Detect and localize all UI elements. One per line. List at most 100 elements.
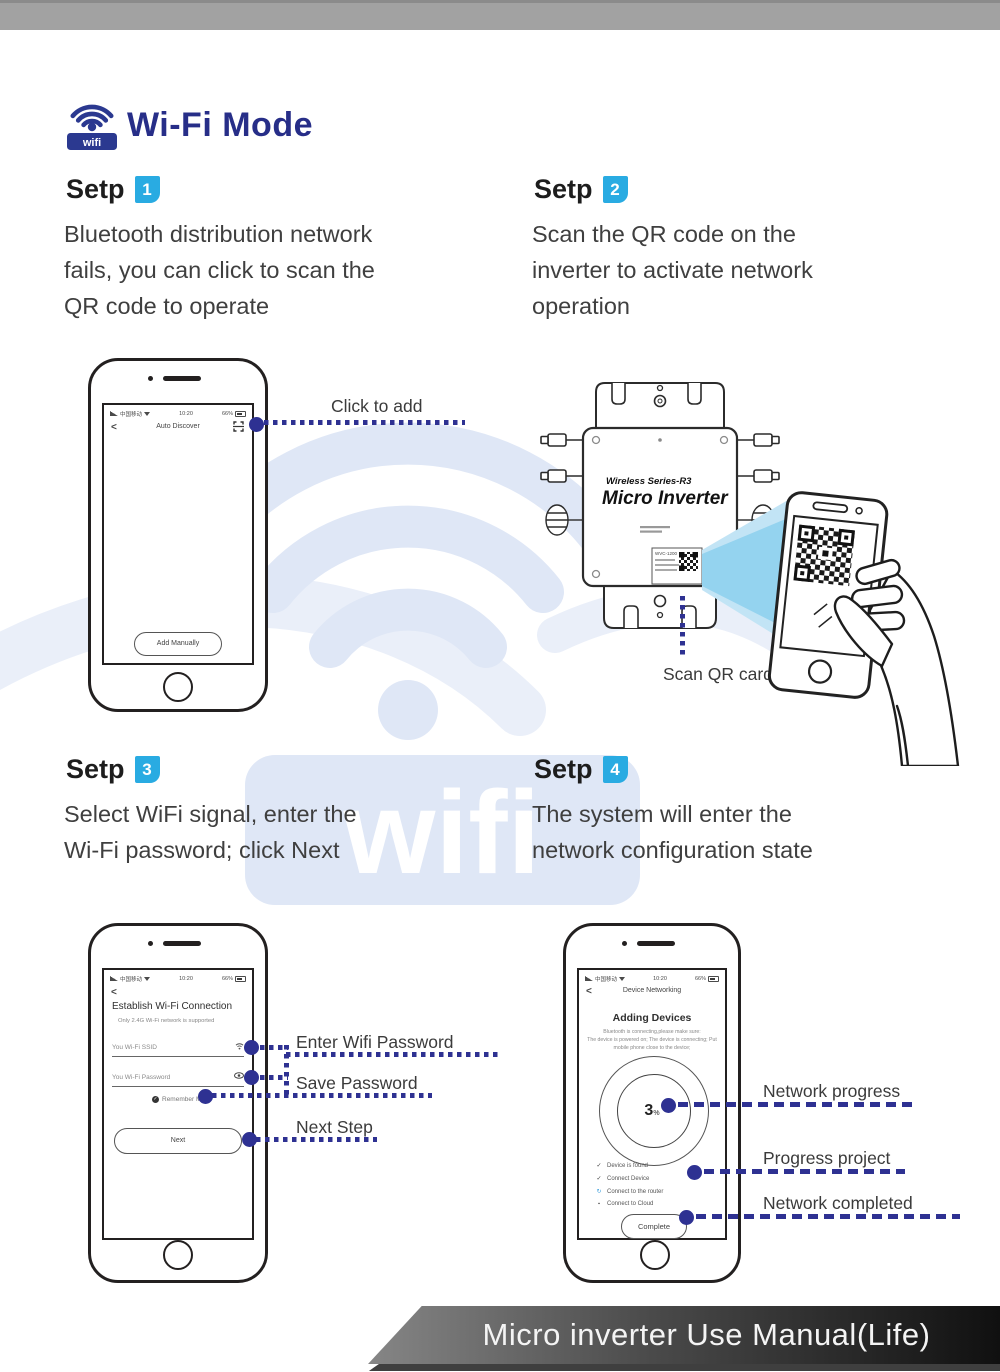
next-step-underline xyxy=(256,1137,377,1142)
progress-project-line xyxy=(704,1169,905,1174)
progress-unit: % xyxy=(653,1110,660,1117)
phone3-screen: 中国移动 10:20 66% < Establish Wi-Fi Connect… xyxy=(102,968,254,1240)
clock-label: 10:20 xyxy=(179,410,193,417)
hand-scanning-phone xyxy=(767,491,960,766)
save-password-label: Save Password xyxy=(296,1073,418,1093)
scan-icon[interactable] xyxy=(233,421,244,432)
wifi-connection-title: Establish Wi-Fi Connection xyxy=(112,1001,233,1012)
wifi-status-icon xyxy=(144,976,151,981)
network-completed-line xyxy=(696,1214,960,1219)
phone-networking: 中国移动 10:20 66% < Device Networking Addin… xyxy=(563,923,741,1283)
progress-annotation-dot xyxy=(661,1098,676,1113)
progress-ring-outer xyxy=(599,1056,709,1166)
fields-vertical-connector xyxy=(284,1045,289,1095)
ssid-wifi-icon xyxy=(235,1043,244,1050)
top-gray-bar xyxy=(0,0,1000,30)
back-arrow[interactable]: < xyxy=(111,422,117,433)
phone4-status-bar: 中国移动 10:20 66% xyxy=(582,973,722,984)
enter-wifi-password-label: Enter Wifi Password xyxy=(296,1032,454,1052)
step2-label: Setp xyxy=(534,174,593,204)
remember-annotation-dot xyxy=(198,1089,213,1104)
wifi-icon-label: wifi xyxy=(82,137,101,149)
back-arrow[interactable]: < xyxy=(111,987,117,998)
phone1-home-button[interactable] xyxy=(163,672,193,702)
wifi-status-icon xyxy=(619,976,626,981)
bullet-icon: ▪ xyxy=(598,1201,600,1207)
step3-heading: Setp 3 xyxy=(66,754,160,785)
phone2-camera-dot xyxy=(855,507,863,515)
scan-beam xyxy=(702,500,796,648)
complete-annotation-dot xyxy=(679,1210,694,1225)
battery-percent: 66% xyxy=(221,975,233,982)
remember-me-check-icon: ✓ xyxy=(152,1096,159,1103)
password-field[interactable] xyxy=(112,1086,244,1087)
footer-title: Micro inverter Use Manual(Life) xyxy=(482,1317,931,1352)
complete-button[interactable]: Complete xyxy=(621,1214,687,1239)
step2-line2: inverter to activate network xyxy=(532,257,813,283)
wifi-24g-note: Only 2.4G Wi-Fi network is supported xyxy=(118,1018,215,1024)
adding-devices-heading: Adding Devices xyxy=(612,1012,692,1024)
battery-percent: 66% xyxy=(694,975,706,982)
save-password-underline xyxy=(212,1093,432,1098)
step3-line1: Select WiFi signal, enter the xyxy=(64,801,357,827)
ssid-connector-line xyxy=(260,1045,288,1050)
network-progress-line xyxy=(678,1102,918,1107)
step4-number-badge: 4 xyxy=(602,756,628,783)
step1-label: Setp xyxy=(66,174,125,204)
phone3-camera-dot xyxy=(148,941,153,946)
click-to-add-dot xyxy=(249,417,264,432)
carrier-label: 中国移动 xyxy=(595,976,618,983)
ssid-annotation-dot xyxy=(244,1040,259,1055)
password-connector-line xyxy=(260,1075,288,1080)
progress-project-label: Progress project xyxy=(763,1148,891,1168)
phone3-home-button[interactable] xyxy=(163,1240,193,1270)
show-password-eye-icon[interactable] xyxy=(234,1072,244,1079)
next-button[interactable]: Next xyxy=(114,1128,242,1154)
hint-line2: The device is powered on; The device is … xyxy=(587,1037,717,1043)
step1-number-badge: 1 xyxy=(134,176,160,203)
step4-line1: The system will enter the xyxy=(532,801,792,827)
step1-line1: Bluetooth distribution network xyxy=(64,221,373,247)
ssid-field[interactable] xyxy=(112,1056,244,1057)
check-icon: ✓ xyxy=(596,1176,602,1182)
step4-text: The system will enter the network config… xyxy=(532,796,813,868)
add-manually-button[interactable]: Add Manually xyxy=(134,632,222,656)
checklist-label: Device is found xyxy=(607,1162,649,1169)
wifi-mode-icon: wifi xyxy=(67,104,117,150)
step3-label: Setp xyxy=(66,754,125,784)
clock-label: 10:20 xyxy=(179,975,193,982)
remember-me-row[interactable]: ✓ Remember Me xyxy=(152,1096,205,1103)
step1-text: Bluetooth distribution network fails, yo… xyxy=(64,216,375,324)
scan-qr-line xyxy=(680,596,685,658)
step1-heading: Setp 1 xyxy=(66,174,160,205)
progress-ring-inner xyxy=(617,1074,691,1148)
footer-shadow xyxy=(368,1362,1000,1371)
remember-me-label: Remember Me xyxy=(162,1096,205,1103)
hint-line3: mobile phone close to the device; xyxy=(613,1045,691,1051)
next-annotation-dot xyxy=(242,1132,257,1147)
checklist-label: Connect Device xyxy=(607,1175,650,1182)
network-completed-label: Network completed xyxy=(763,1193,913,1213)
footer-bar: Micro inverter Use Manual(Life) xyxy=(368,1306,1000,1364)
step4-line2: network configuration state xyxy=(532,837,813,863)
checklist-label: Connect to the router xyxy=(607,1188,664,1195)
back-arrow[interactable]: < xyxy=(586,986,592,997)
phone1-screen: 中国移动 10:20 66% < Auto Discover Add Manua… xyxy=(102,403,254,665)
signal-icon xyxy=(585,976,593,981)
page-title: Wi-Fi Mode xyxy=(127,106,313,144)
networking-hints: Bluetooth is connecting,please make sure… xyxy=(583,1028,721,1052)
click-to-add-line xyxy=(264,420,465,425)
step1-line3: QR code to operate xyxy=(64,293,270,319)
battery-icon xyxy=(707,975,719,982)
phone4-home-button[interactable] xyxy=(640,1240,670,1270)
step2-heading: Setp 2 xyxy=(534,174,628,205)
battery-icon xyxy=(234,410,246,417)
step4-heading: Setp 4 xyxy=(534,754,628,785)
next-step-label: Next Step xyxy=(296,1117,373,1137)
hand xyxy=(833,558,960,766)
hint-line1: Bluetooth is connecting,please make sure… xyxy=(603,1029,701,1035)
inverter-rating-label: WVC-1200 xyxy=(651,547,703,585)
signal-icon xyxy=(110,411,118,416)
step2-text: Scan the QR code on the inverter to acti… xyxy=(532,216,813,324)
inverter-qr-code xyxy=(679,552,698,571)
